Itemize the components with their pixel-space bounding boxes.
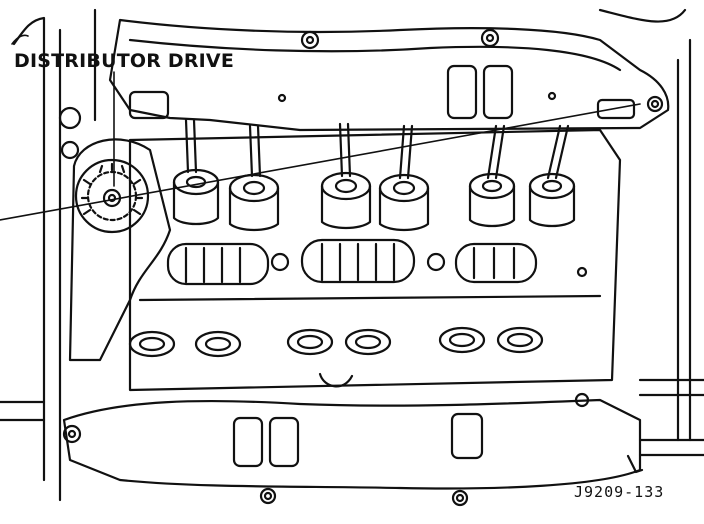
leader-lines: [0, 34, 641, 221]
distributor-drive-label: DISTRIBUTOR DRIVE: [14, 50, 235, 72]
section-reference-line: [0, 103, 641, 221]
left-frame-rails: [0, 8, 704, 502]
pushrods: [184, 118, 570, 180]
block-valley: [128, 128, 622, 392]
figure-id: J9209-133: [574, 483, 665, 501]
valve-lifters: [172, 168, 576, 232]
upper-manifold-flange: [58, 18, 670, 160]
lower-manifold-flange: [62, 392, 644, 507]
lower-ports: [128, 326, 544, 388]
distributor-drive-gear: [68, 138, 172, 362]
